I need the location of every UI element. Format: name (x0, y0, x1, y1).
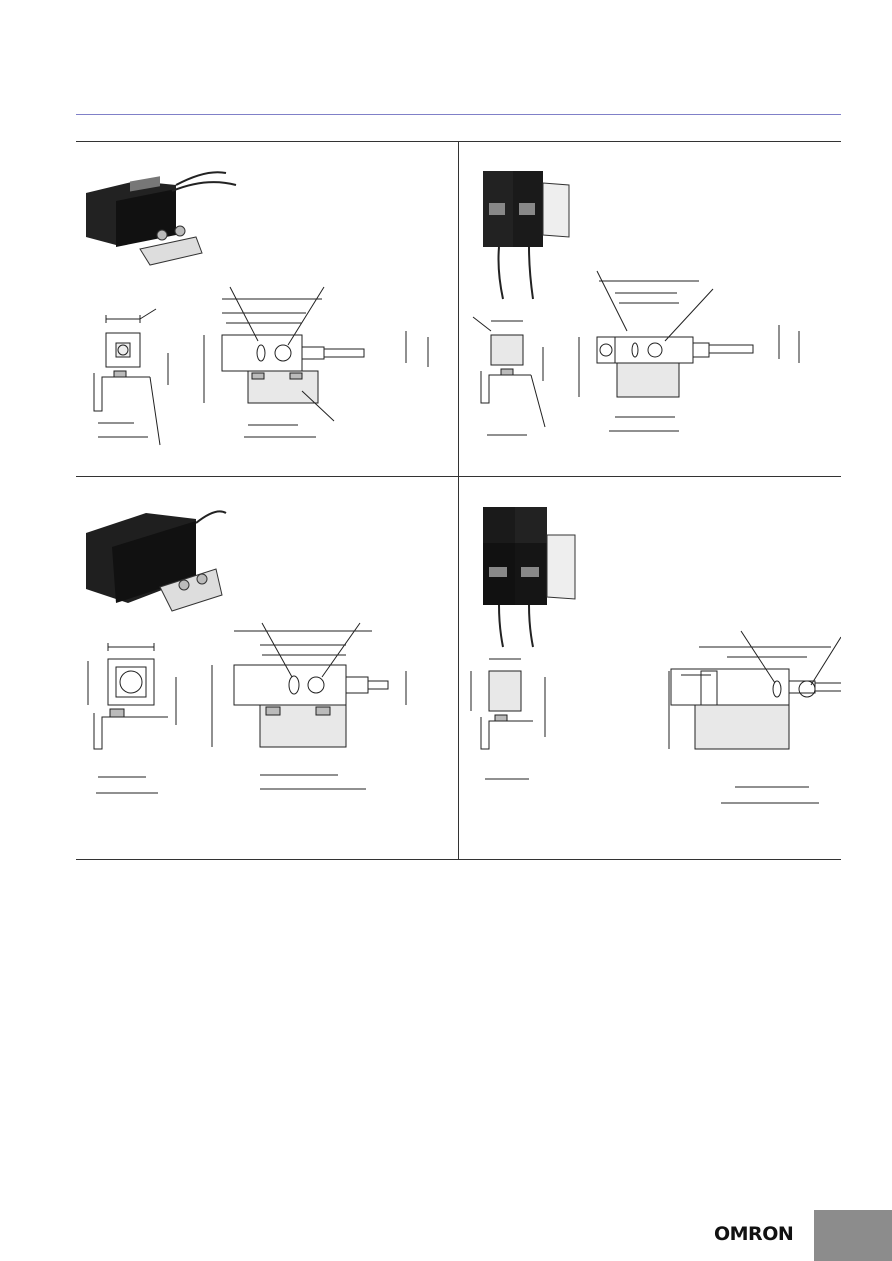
side-view-drawing (93, 308, 169, 446)
front-view-drawing (203, 286, 429, 438)
front-view-drawing (578, 270, 800, 432)
panel-bottom-right (459, 477, 841, 811)
side-view-drawing (472, 316, 546, 436)
dimension-grid (76, 141, 841, 860)
panel-bottom-left-figure (86, 510, 407, 794)
sensor-photo (483, 171, 570, 300)
front-view-drawing (668, 630, 841, 804)
panel-top-left (76, 141, 458, 475)
section-tab (814, 1210, 892, 1261)
header-rule (76, 114, 841, 115)
panel-top-right-figure (472, 171, 800, 436)
panel-top-left-figure (86, 171, 429, 446)
sensor-photo (483, 507, 576, 648)
omron-logo: OMRON (714, 1223, 794, 1245)
panel-bottom-right-figure (470, 507, 841, 804)
sensor-photo (86, 171, 237, 266)
side-view-drawing (87, 643, 177, 794)
sensor-photo (86, 510, 227, 612)
panel-bottom-left (76, 477, 458, 811)
side-view-drawing (470, 658, 546, 780)
front-view-drawing (211, 622, 407, 790)
grid-divider (458, 141, 459, 860)
panel-top-right (459, 141, 841, 475)
